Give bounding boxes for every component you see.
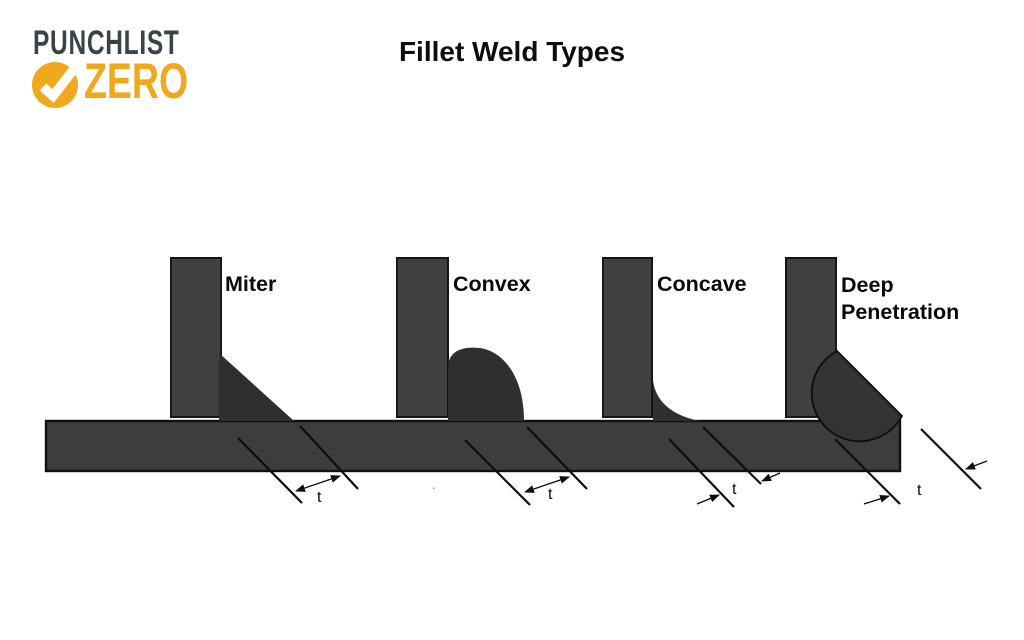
dim-label-convex: t [548, 486, 553, 503]
weld-shape-miter [219, 353, 294, 421]
logo-brand-bottom: ZERO [84, 53, 189, 109]
vertical-plate-concave [602, 257, 653, 418]
weld-shape-concave [653, 380, 700, 421]
dimension-miter: t [237, 425, 359, 506]
label-miter: Miter [225, 272, 277, 296]
dimension-convex: t [464, 426, 588, 506]
punchlist-zero-logo: PUNCHLIST ZERO [0, 0, 220, 120]
weld-shape-convex [448, 347, 524, 421]
dim-label-concave: t [732, 481, 737, 498]
dim-label-deep: t [917, 482, 922, 499]
dimension-deep-penetration: t [834, 428, 988, 505]
label-concave: Concave [657, 272, 747, 296]
base-plate [44, 419, 902, 473]
check-icon [32, 62, 78, 108]
stray-mark: . [432, 477, 436, 492]
vertical-plate-convex [396, 257, 449, 418]
dim-label-miter: t [317, 489, 322, 506]
label-deep-line1: Deep [841, 273, 894, 297]
label-convex: Convex [453, 272, 531, 296]
vertical-plate-miter [170, 257, 222, 418]
page-title: Fillet Weld Types [398, 36, 626, 67]
logo-brand-top: PUNCHLIST [33, 24, 180, 62]
dimension-concave: t [668, 426, 781, 508]
weld-shape-deep-penetration [810, 349, 904, 443]
label-deep-line2: Penetration [841, 300, 959, 324]
